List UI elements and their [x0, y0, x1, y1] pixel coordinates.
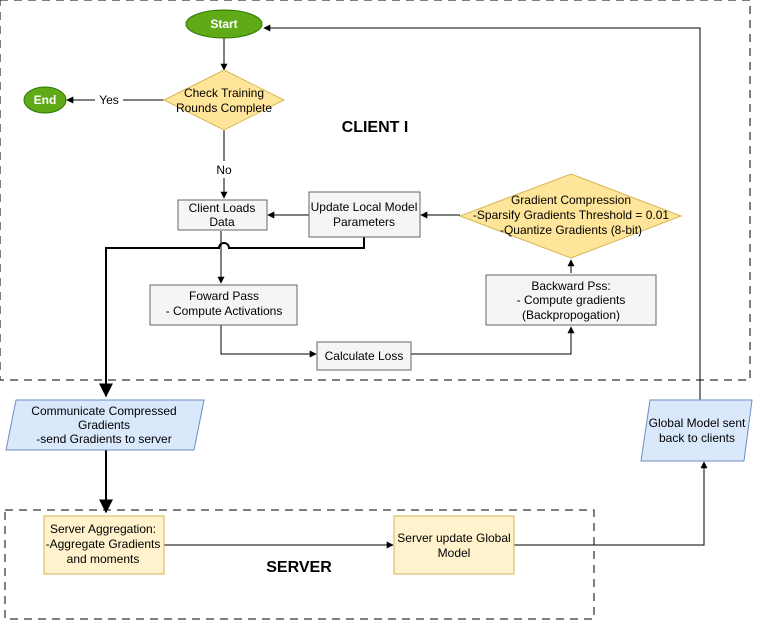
backward-label-1: Backward Pss:: [531, 279, 610, 293]
backward-label-3: (Backpropogation): [522, 308, 620, 322]
global-sent-label-2: back to clients: [659, 431, 735, 445]
communicate-label-2: Gradients: [78, 418, 130, 432]
client-loads-label-2: Data: [209, 215, 235, 229]
server-update-node: [393, 515, 515, 575]
server-region: [4, 509, 595, 620]
calculate-loss-node: [316, 341, 412, 371]
server-update-label-2: Model: [438, 546, 471, 560]
compression-label-3: -Quantize Gradients (8-bit): [500, 223, 642, 237]
client-region-label: CLIENT I: [342, 119, 409, 136]
client-region: [0, 0, 751, 381]
edge-forward-loss: [220, 325, 317, 358]
gradient-compression-node: [458, 173, 683, 259]
server-agg-label-3: and moments: [67, 552, 140, 566]
communicate-node: [5, 399, 205, 451]
server-update-label-1: Server update Global: [397, 531, 510, 545]
client-loads-label-1: Client Loads: [189, 201, 256, 215]
check-rounds-decision: [162, 69, 286, 131]
update-local-label-2: Parameters: [333, 215, 395, 229]
forward-pass-node: [149, 284, 298, 326]
check-label-1: Check Training: [184, 86, 264, 100]
start-node: [185, 9, 263, 39]
start-label: Start: [210, 17, 237, 31]
no-label: No: [216, 163, 232, 177]
edge-global-start: [263, 24, 701, 400]
edge-update-communicate: [99, 237, 365, 398]
update-local-node: [308, 191, 421, 238]
update-local-label-1: Update Local Model: [311, 200, 418, 214]
communicate-label-1: Communicate Compressed: [31, 404, 176, 418]
forward-label-1: Foward Pass: [189, 289, 259, 303]
compression-label-1: Gradient Compression: [511, 193, 631, 207]
server-agg-label-1: Server Aggregation:: [50, 522, 156, 536]
check-label-2: Rounds Complete: [176, 101, 272, 115]
edge-loss-backward: [411, 326, 575, 355]
client-loads-node: [177, 199, 268, 231]
server-region-label: SERVER: [266, 559, 332, 576]
global-model-sent-node: [640, 399, 753, 462]
forward-label-2: - Compute Activations: [166, 304, 283, 318]
calculate-loss-label: Calculate Loss: [325, 349, 404, 363]
global-sent-label-1: Global Model sent: [649, 416, 746, 430]
server-aggregation-node: [43, 515, 165, 575]
backward-pass-node: [485, 274, 657, 326]
server-agg-label-2: -Aggregate Gradients: [46, 537, 161, 551]
compression-label-2: -Sparsify Gradients Threshold = 0.01: [473, 208, 670, 222]
end-label: End: [34, 93, 57, 107]
end-node: [23, 86, 67, 114]
edge-server-global: [514, 461, 708, 546]
communicate-label-3: -send Gradients to server: [36, 432, 171, 446]
yes-label: Yes: [99, 93, 119, 107]
backward-label-2: - Compute gradients: [517, 293, 626, 307]
